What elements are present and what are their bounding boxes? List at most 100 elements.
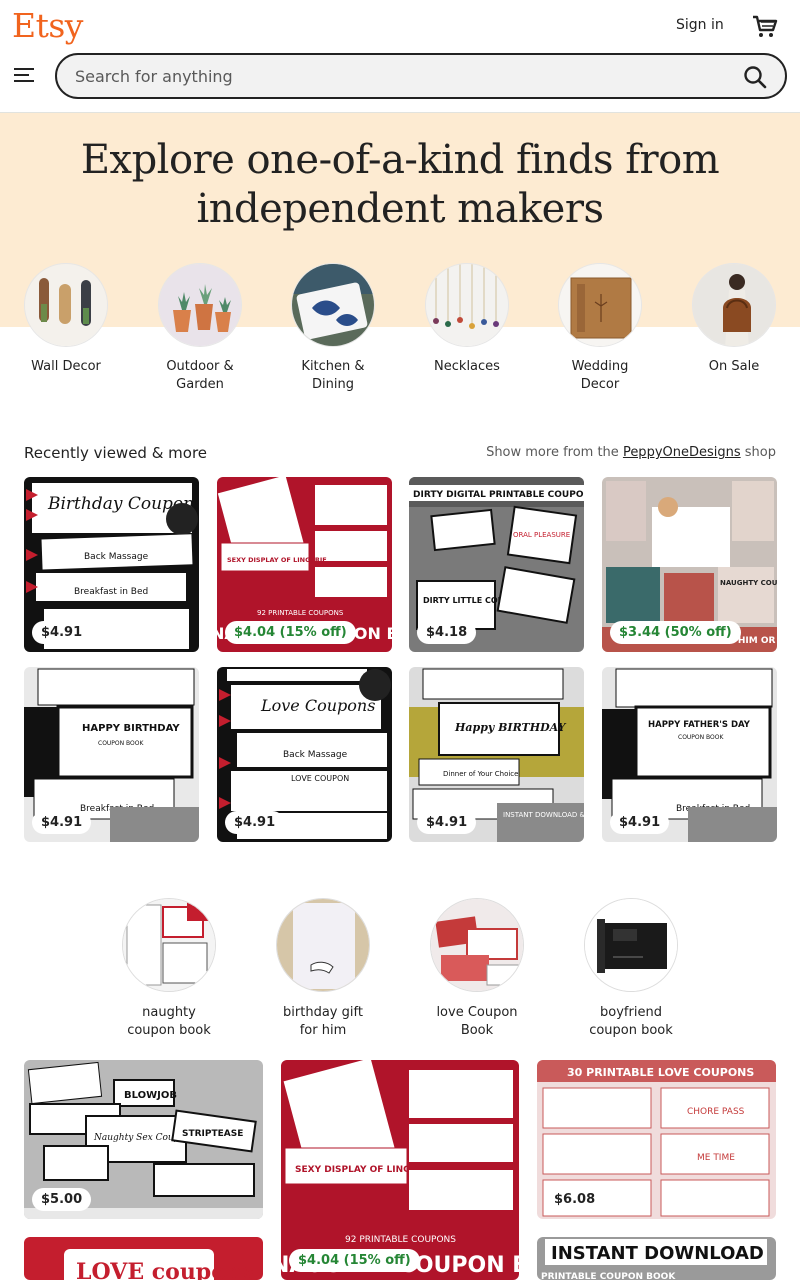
category-image: [24, 263, 108, 347]
category-label: Kitchen &: [301, 359, 365, 374]
listing-image-text: Naughty Sex Coupons: [93, 1133, 196, 1143]
listing-price: $4.18: [417, 621, 477, 644]
category-kitchen-dining[interactable]: Kitchen & Dining: [283, 263, 383, 394]
category-label: Garden: [176, 377, 224, 392]
listing-image: 30 PRINTABLE LOVE COUPONS CHORE PASS ME …: [537, 1060, 776, 1219]
category-wall-decor[interactable]: Wall Decor: [16, 263, 116, 376]
etsy-logo[interactable]: Etsy: [12, 6, 83, 45]
listing-price: $4.04 (15% off): [289, 1249, 420, 1272]
search-thumbnail: [430, 898, 524, 992]
listing-price: $4.04 (15% off): [225, 621, 356, 644]
listing-image: HAPPY BIRTHDAY COUPON BOOK Breakfast in …: [24, 667, 199, 842]
listing-image-text: DIRTY LITTLE COUPONS: [423, 596, 530, 605]
search-label: coupon book: [589, 1023, 673, 1038]
listing-price: $6.08: [545, 1188, 605, 1211]
listing-image-text: SEXY DISPLAY OF LINGERIE: [227, 556, 327, 564]
search-thumbnail: [584, 898, 678, 992]
listing-card[interactable]: HAPPY FATHER'S DAY COUPON BOOK Breakfast…: [602, 667, 777, 842]
listing-image: LOVE coupons: [24, 1237, 263, 1280]
category-image: [692, 263, 776, 347]
listing-image: INSTANT DOWNLOAD PRINTABLE COUPON BOOK: [537, 1237, 776, 1280]
category-outdoor-garden[interactable]: Outdoor & Garden: [150, 263, 250, 394]
listing-image-text: Love Coupons: [260, 696, 375, 715]
listing-card[interactable]: SEXY DISPLAY OF LINGERIE 92 PRINTABLE CO…: [217, 477, 392, 652]
listing-price: $4.91: [32, 811, 92, 834]
listing-image-text: 30 PRINTABLE LOVE COUPONS: [567, 1066, 754, 1079]
search-thumbnail: [122, 898, 216, 992]
listing-card[interactable]: LOVE coupons: [24, 1237, 263, 1280]
listing-card[interactable]: 30 PRINTABLE LOVE COUPONS CHORE PASS ME …: [537, 1060, 776, 1219]
sign-in-link[interactable]: Sign in: [676, 17, 724, 33]
listing-image-text: LOVE coupons: [76, 1259, 254, 1280]
listing-image: Birthday Coupons Back Massage Breakfast …: [24, 477, 199, 652]
listing-image-text: HAPPY BIRTHDAY: [82, 723, 180, 734]
search-thumbnail: [276, 898, 370, 992]
listing-card[interactable]: SEXY DISPLAY OF LINGERIE 92 PRINTABLE CO…: [281, 1060, 519, 1280]
category-label: Outdoor &: [166, 359, 234, 374]
listing-price: $4.91: [417, 811, 477, 834]
category-image: [158, 263, 242, 347]
show-more-shop-link[interactable]: Show more from the PeppyOneDesigns shop: [486, 445, 776, 460]
listing-image-text: ORAL PLEASURE: [513, 531, 570, 539]
category-label: Dining: [312, 377, 354, 392]
listing-image: NAUGHTY COUPONS FOR HIM OR HER: [602, 477, 777, 652]
recently-viewed-title: Recently viewed & more: [24, 444, 208, 462]
listing-image-text: Breakfast in Bed: [74, 587, 148, 597]
shop-name-link[interactable]: PeppyOneDesigns: [622, 445, 741, 460]
listing-image-text: Back Massage: [283, 750, 348, 760]
category-image: [425, 263, 509, 347]
search-label: Book: [460, 1023, 494, 1038]
listing-price: $3.44 (50% off): [610, 621, 741, 644]
search-bar: [55, 53, 787, 99]
hero-title-line-1: Explore one-of-a-kind finds from: [80, 137, 720, 183]
shopping-cart-icon[interactable]: [750, 12, 778, 40]
category-on-sale[interactable]: On Sale: [684, 263, 784, 376]
listing-image-text: DIRTY DIGITAL PRINTABLE COUPONS: [413, 490, 584, 500]
listing-card[interactable]: BLOWJOB Naughty Sex Coupons STRIPTEASE $…: [24, 1060, 263, 1219]
search-input[interactable]: [75, 65, 695, 87]
listing-image-text: Dinner of Your Choice: [443, 770, 518, 778]
listing-image-text: COUPON BOOK: [98, 740, 144, 747]
listing-image-text: LOVE COUPON: [291, 774, 349, 783]
listing-card[interactable]: NAUGHTY COUPONS FOR HIM OR HER $3.44 (50…: [602, 477, 777, 652]
hero-banner: [0, 113, 800, 327]
listing-image-text: INSTANT DOWNLOAD & EDITABLE: [503, 811, 584, 819]
category-image: [291, 263, 375, 347]
category-label: Decor: [580, 377, 620, 392]
listing-image-text: FOR HIM OR HER: [714, 636, 777, 646]
listing-image-text: Back Massage: [84, 552, 149, 562]
category-necklaces[interactable]: Necklaces: [417, 263, 517, 376]
listing-image-text: STRIPTEASE: [182, 1129, 243, 1139]
listing-image-text: PRINTABLE COUPON BOOK: [541, 1272, 676, 1280]
listing-card[interactable]: Love Coupons Back Massage LOVE COUPON $4…: [217, 667, 392, 842]
listing-image-text: HAPPY FATHER'S DAY: [648, 720, 751, 730]
listing-card[interactable]: INSTANT DOWNLOAD PRINTABLE COUPON BOOK: [537, 1237, 776, 1280]
listing-image-text: 92 PRINTABLE COUPONS: [257, 609, 344, 617]
listing-card[interactable]: DIRTY DIGITAL PRINTABLE COUPONS DIRTY LI…: [409, 477, 584, 652]
search-label: coupon book: [127, 1023, 211, 1038]
listing-image-text: COUPON BOOK: [678, 734, 724, 741]
listing-card[interactable]: HAPPY BIRTHDAY COUPON BOOK Breakfast in …: [24, 667, 199, 842]
listing-image-text: NAUGHTY COUPONS: [720, 579, 777, 587]
listing-price: $5.00: [32, 1188, 92, 1211]
search-label: for him: [299, 1023, 347, 1038]
listing-card[interactable]: Birthday Coupons Back Massage Breakfast …: [24, 477, 199, 652]
listing-image-text: CHORE PASS: [687, 1107, 745, 1117]
listing-price: $4.91: [32, 621, 92, 644]
listing-image-text: ME TIME: [697, 1153, 735, 1163]
listing-image-text: 92 PRINTABLE COUPONS: [345, 1235, 456, 1245]
listing-image-text: Birthday Coupons: [47, 494, 199, 514]
search-icon[interactable]: [741, 63, 769, 91]
listing-image: SEXY DISPLAY OF LINGERIE 92 PRINTABLE CO…: [281, 1060, 519, 1280]
listing-image: DIRTY DIGITAL PRINTABLE COUPONS DIRTY LI…: [409, 477, 584, 652]
listing-image-text: INSTANT DOWNLOAD: [551, 1243, 764, 1264]
listing-card[interactable]: Happy BIRTHDAY Dinner of Your Choice INS…: [409, 667, 584, 842]
hero-title-line-2: independent makers: [196, 186, 604, 232]
category-label: On Sale: [708, 359, 760, 374]
hamburger-menu-icon[interactable]: [14, 66, 34, 84]
